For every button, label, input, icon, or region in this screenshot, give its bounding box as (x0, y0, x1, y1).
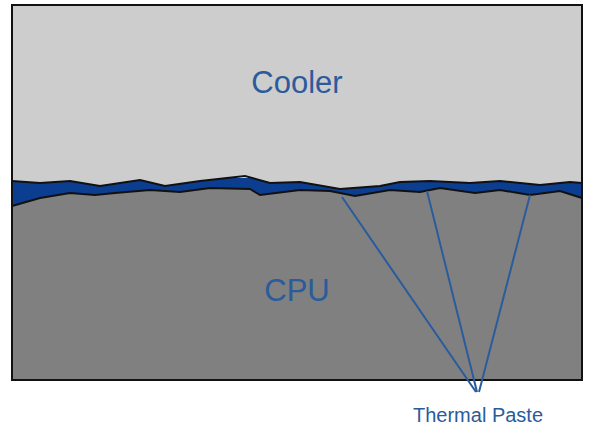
cpu-edge (12, 188, 582, 206)
cpu-box: CPU (207, 268, 387, 314)
part-name: CPU (264, 273, 329, 309)
callout-label: Thermal Paste (413, 404, 543, 427)
cooler-body (12, 5, 582, 189)
leader-line (479, 195, 530, 392)
part-name: Cooler (251, 65, 342, 101)
leader-line (342, 197, 476, 392)
leader-lines (342, 191, 530, 392)
cooler-edge (12, 176, 582, 189)
leader-line (427, 191, 477, 392)
cooler-box: Cooler (207, 60, 387, 106)
cpu-body (12, 188, 582, 380)
